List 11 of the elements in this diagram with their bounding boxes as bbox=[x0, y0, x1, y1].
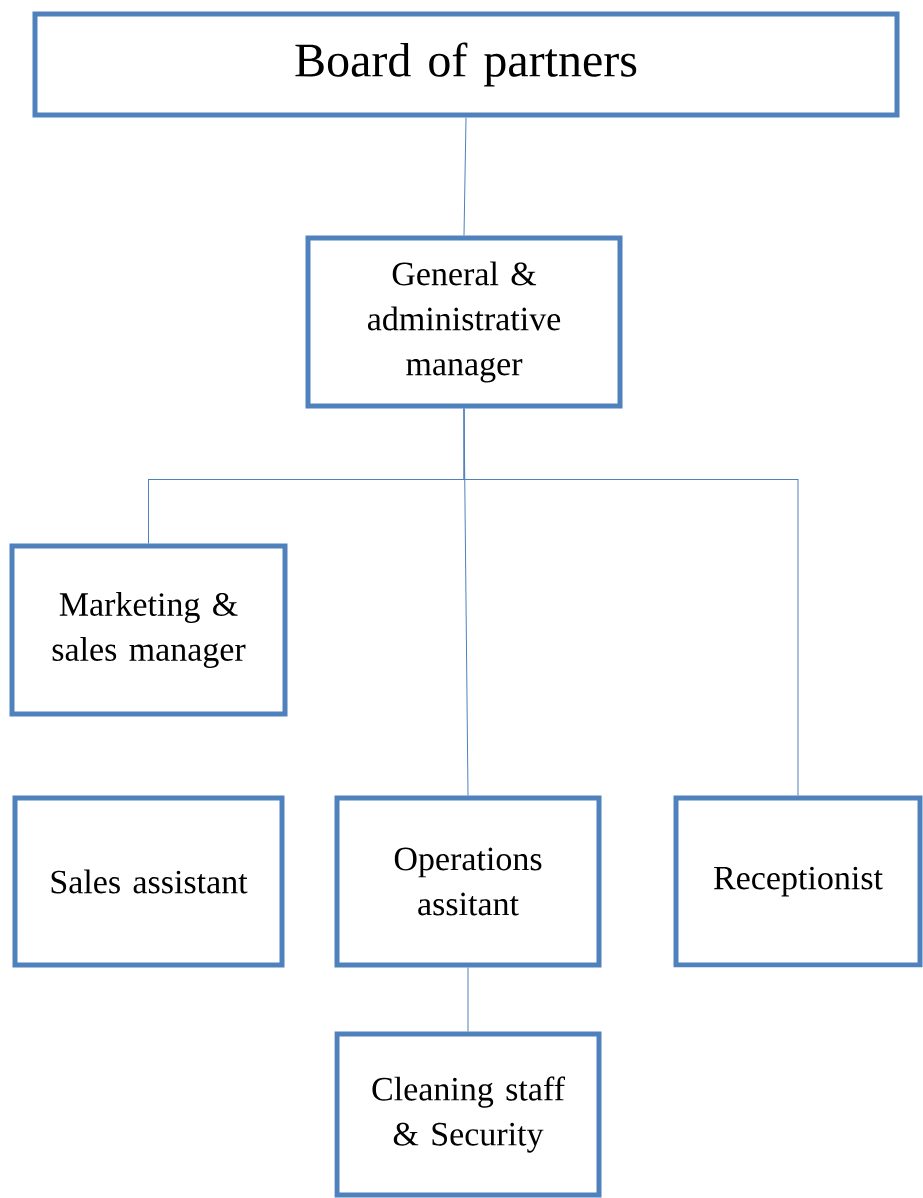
connector-line bbox=[463, 117, 467, 236]
org-box: Operations assitant bbox=[334, 795, 602, 968]
org-box: Receptionist bbox=[673, 795, 923, 968]
org-box: Board of partners bbox=[32, 11, 900, 118]
org-box: Marketing & sales manager bbox=[9, 543, 288, 717]
connector-line bbox=[467, 967, 469, 1032]
org-box: Cleaning staff & Security bbox=[334, 1031, 602, 1198]
org-box: Sales assistant bbox=[12, 795, 285, 968]
connector-line bbox=[463, 408, 799, 796]
org-box: General & administrative manager bbox=[305, 235, 623, 409]
connector-line bbox=[463, 408, 469, 796]
